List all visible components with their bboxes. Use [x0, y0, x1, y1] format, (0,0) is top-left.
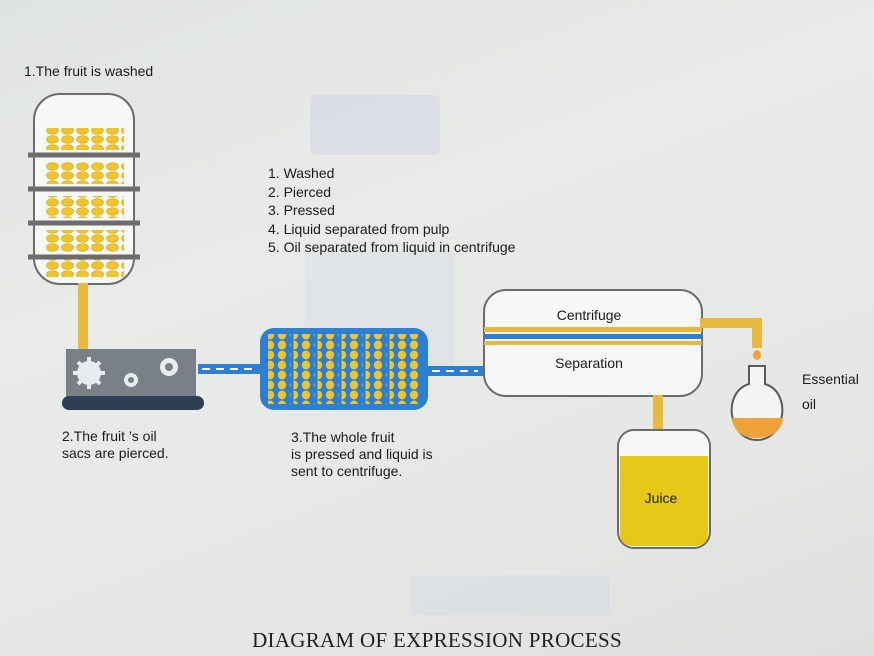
separation-label: Separation: [555, 355, 623, 371]
essential-oil-label: oil: [802, 396, 816, 412]
background-ghost: [410, 575, 610, 615]
centrifuge-label: Centrifuge: [557, 307, 622, 323]
step1-label: 1.The fruit is washed: [24, 63, 154, 79]
washing-tank: [28, 93, 140, 285]
summary-item: 2. Pierced: [268, 183, 332, 200]
step2-label: 2.The fruit ’s oil sacs are pierced.: [62, 428, 169, 461]
centrifuge-tank: [483, 289, 703, 397]
piercing-machine: [62, 349, 204, 410]
summary-item: 5. Oil separated from liquid in centrifu…: [268, 239, 516, 255]
juice-pipe: [653, 395, 663, 431]
summary-item: 1. Washed: [268, 165, 335, 181]
summary-item: 4. Liquid separated from pulp: [268, 220, 450, 237]
summary-item: 3. Pressed: [268, 202, 335, 218]
juice-tank: [617, 429, 711, 549]
essential-oil-label: Essential: [802, 371, 859, 387]
diagram-caption: DIAGRAM OF EXPRESSION PROCESS: [252, 628, 622, 652]
press-machine: [260, 328, 428, 410]
background-ghost: [310, 95, 440, 155]
flow-arrow: [428, 366, 484, 376]
step3-label: 3.The whole fruit is pressed and liquid …: [291, 429, 433, 479]
oil-pipe: [700, 318, 762, 360]
pipe: [78, 283, 88, 349]
juice-label: Juice: [645, 490, 678, 506]
essential-oil-flask: [730, 365, 784, 442]
flow-arrow: [198, 364, 260, 374]
process-summary-list: 1. Washed 2. Pierced 3. Pressed 4. Liqui…: [268, 164, 515, 257]
